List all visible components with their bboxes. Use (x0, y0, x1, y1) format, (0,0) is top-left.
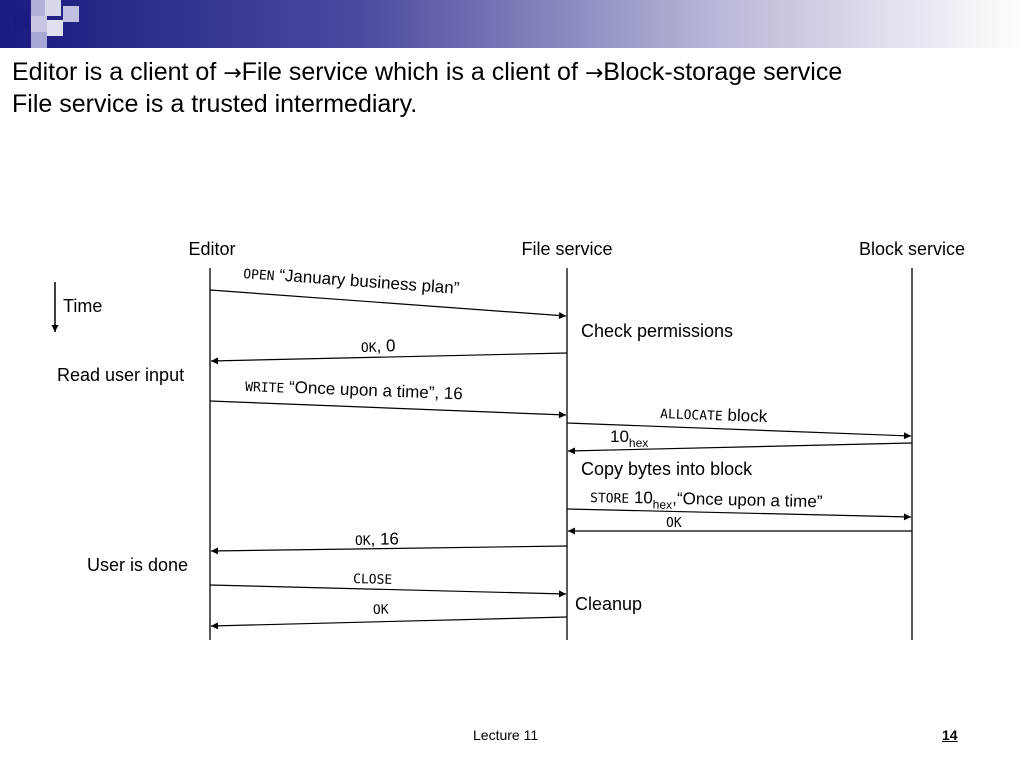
message-arrow-ok-final (210, 616, 568, 630)
decor-square (63, 6, 79, 22)
message-arrow-ok-16 (210, 545, 568, 555)
note-user-done: User is done (87, 555, 188, 575)
time-label: Time (63, 296, 102, 316)
title-bar-gradient (0, 0, 1024, 48)
arrow-right-icon: → (223, 61, 242, 86)
participant-file-service: File service (521, 239, 612, 259)
slide-heading-line2: File service is a trusted intermediary. (12, 90, 418, 118)
slide-heading-line1: Editor is a client of →File service whic… (12, 58, 843, 86)
decor-square (45, 0, 61, 16)
participant-editor: Editor (188, 239, 235, 259)
footer-lecture: Lecture 11 (473, 727, 539, 743)
note-cleanup: Cleanup (575, 594, 642, 614)
message-arrow-open (209, 289, 567, 319)
note-read-user-input: Read user input (57, 365, 184, 385)
message-label-store: STORE 10hex,“Once upon a time” (590, 487, 823, 515)
page-number: 14 (942, 727, 958, 743)
message-arrow-allocate (566, 422, 912, 440)
message-label-ok-16: OK, 16 (355, 529, 399, 549)
note-copy-bytes: Copy bytes into block (581, 459, 753, 479)
decor-square (47, 20, 63, 36)
message-arrow-write (209, 400, 567, 419)
message-arrow-close (209, 584, 567, 598)
note-check-permissions: Check permissions (581, 321, 733, 341)
message-arrow-10hex (567, 442, 913, 455)
message-label-allocate: ALLOCATE block (660, 403, 768, 426)
decor-square (13, 13, 29, 29)
message-arrow-store (566, 508, 912, 521)
message-label-10hex: 10hex (610, 427, 648, 450)
participant-block-service: Block service (859, 239, 965, 259)
message-label-close: CLOSE (353, 572, 392, 588)
decor-square (31, 0, 47, 16)
message-label-block-ok: OK (666, 516, 682, 531)
message-arrow-ok-0 (210, 352, 568, 365)
decor-square (31, 16, 47, 32)
decor-square (31, 32, 47, 48)
message-label-write: WRITE “Once upon a time”, 16 (245, 376, 463, 403)
message-label-ok-0: OK, 0 (361, 336, 396, 356)
arrow-right-icon: → (584, 61, 604, 86)
message-label-ok-final: OK (373, 603, 389, 618)
message-label-open: OPEN “January business plan” (243, 263, 461, 298)
